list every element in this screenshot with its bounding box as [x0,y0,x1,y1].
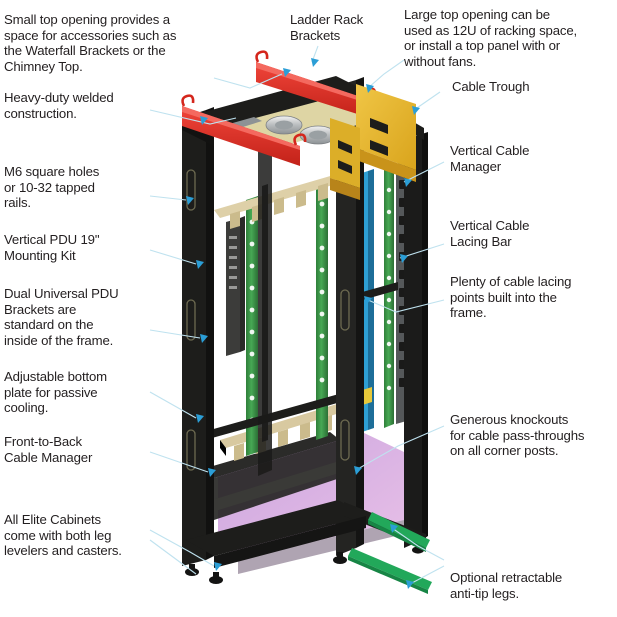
callout-large-top-opening: Large top opening can be used as 12U of … [404,7,578,69]
callout-optional-anti-tip-legs: Optional retractable anti-tip legs. [450,570,563,601]
callout-adjustable-bottom-plate: Adjustable bottom plate for passive cool… [4,369,108,416]
callout-generous-knockouts: Generous knockouts for cable pass-throug… [450,412,585,459]
callout-vertical-pdu-mounting-kit: Vertical PDU 19" Mounting Kit [4,232,100,263]
callout-small-top-opening: Small top opening provides a space for a… [4,12,177,74]
callout-cable-trough: Cable Trough [452,79,530,94]
callout-dual-universal-pdu-brackets: Dual Universal PDU Brackets are standard… [4,286,119,348]
callout-m6-square-holes: M6 square holes or 10-32 tapped rails. [4,164,100,211]
vertical-pdu-mounting-kit-art [226,216,245,356]
mounting-rails-green [246,165,394,456]
callout-front-to-back-cable-manager: Front-to-Back Cable Manager [4,434,93,465]
cable-trough-art [330,84,416,200]
callout-leg-levelers-and-casters: All Elite Cabinets come with both leg le… [4,512,122,559]
callout-ladder-rack-brackets: Ladder Rack Brackets [290,12,364,43]
callout-heavy-duty-welded: Heavy-duty welded construction. [4,90,114,121]
callout-vertical-cable-manager: Vertical Cable Manager [450,143,530,174]
callout-cable-lacing-points: Plenty of cable lacing points built into… [450,274,572,321]
callout-vertical-cable-lacing-bar: Vertical Cable Lacing Bar [450,218,530,249]
dual-universal-pdu-bracket-upper [214,172,350,229]
